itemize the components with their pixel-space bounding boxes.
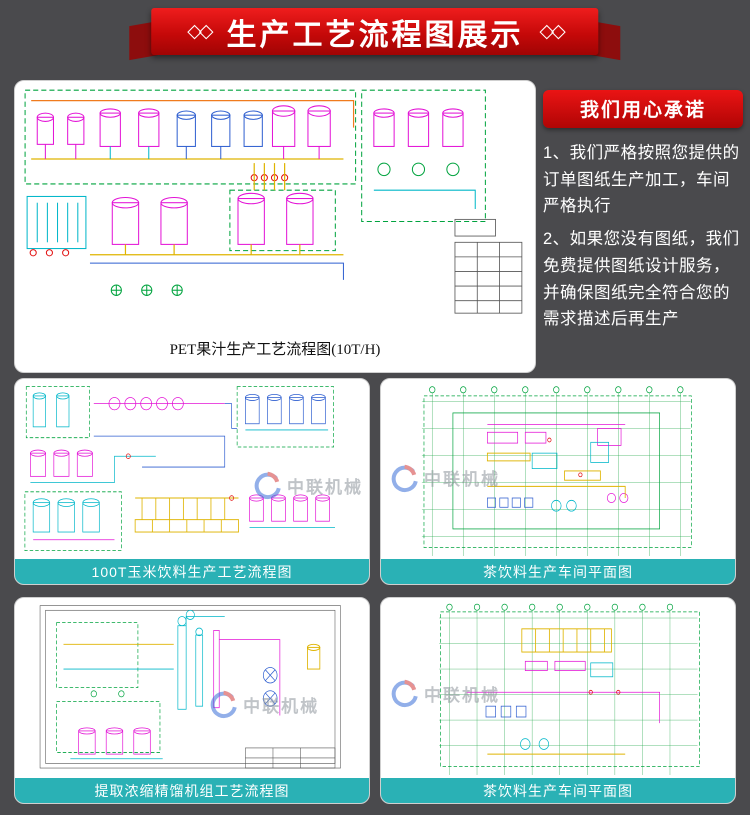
pet-juice-flowchart-card: PET果汁生产工艺流程图(10T/H) — [14, 80, 536, 373]
corn-beverage-flowchart-card: 中联机械 100T玉米饮料生产工艺流程图 — [14, 378, 370, 585]
pet-juice-flow-diagram — [24, 89, 523, 314]
tea-workshop-plan-diagram-2 — [439, 603, 700, 775]
tea-workshop-diagram-area-2: 中联机械 — [381, 598, 735, 778]
tea-workshop-diagram-area-1: 中联机械 — [381, 379, 735, 559]
tea-workshop-plan-card-2: 中联机械 茶饮料生产车间平面图 — [380, 597, 736, 804]
banner: ◇◇ 生产工艺流程图展示 ◇◇ — [129, 8, 621, 61]
caption-tea-plan-2: 茶饮料生产车间平面图 — [381, 778, 735, 803]
main-diagram-caption: PET果汁生产工艺流程图(10T/H) — [169, 342, 381, 358]
diamond-ornament-left: ◇◇ — [187, 21, 213, 42]
corn-beverage-diagram-area: 中联机械 — [15, 379, 369, 559]
diamond-ornament-right: ◇◇ — [539, 21, 566, 42]
promise-section: 我们用心承诺 1、我们严格按照您提供的订单图纸生产加工，车间严格执行 2、如果您… — [543, 90, 743, 339]
tea-workshop-plan-diagram-1 — [421, 386, 692, 556]
banner-main: ◇◇ 生产工艺流程图展示 ◇◇ — [151, 8, 599, 55]
corn-beverage-flow-diagram — [24, 386, 335, 551]
promise-paragraph-2: 2、如果您没有图纸，我们免费提供图纸设计服务，并确保图纸完全符合您的需求描述后再… — [543, 230, 740, 329]
distillation-flow-diagram — [39, 605, 341, 769]
caption-distillation: 提取浓缩精馏机组工艺流程图 — [15, 778, 369, 803]
promise-paragraph-1: 1、我们严格按照您提供的订单图纸生产加工，车间严格执行 — [543, 144, 740, 216]
promise-text: 1、我们严格按照您提供的订单图纸生产加工，车间严格执行 2、如果您没有图纸，我们… — [543, 140, 743, 333]
distillation-unit-card: 中联机械 提取浓缩精馏机组工艺流程图 — [14, 597, 370, 804]
pet-juice-diagram-area — [19, 86, 531, 334]
distillation-diagram-area: 中联机械 — [15, 598, 369, 778]
caption-tea-plan-1: 茶饮料生产车间平面图 — [381, 559, 735, 584]
caption-corn-beverage: 100T玉米饮料生产工艺流程图 — [15, 559, 369, 584]
promise-badge: 我们用心承诺 — [543, 90, 743, 128]
page-title: 生产工艺流程图展示 — [226, 18, 524, 52]
tea-workshop-plan-card-1: 中联机械 茶饮料生产车间平面图 — [380, 378, 736, 585]
